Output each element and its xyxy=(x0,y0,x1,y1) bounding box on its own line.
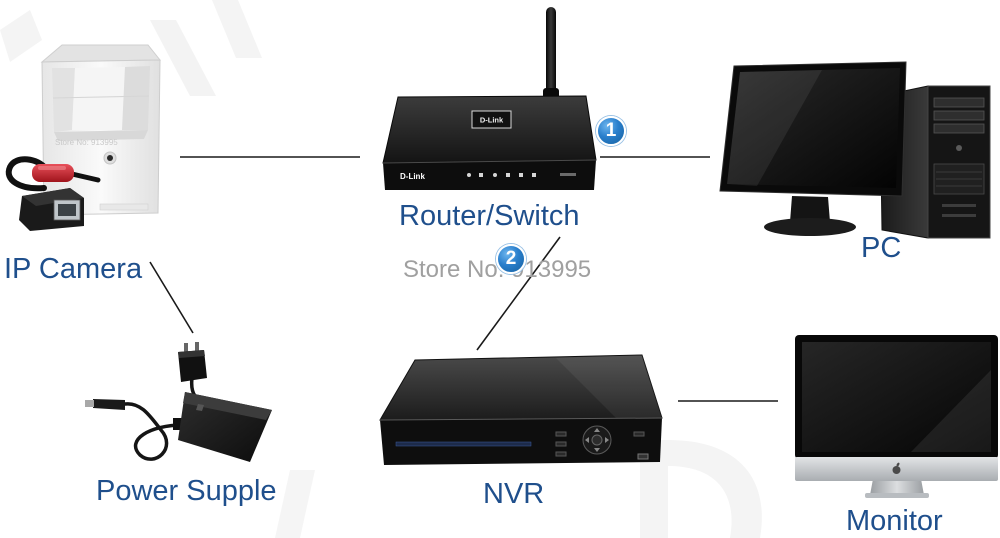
router-icon: D-Link D-Link xyxy=(382,7,597,190)
apple-logo-icon xyxy=(892,462,901,474)
camera-watermark: Store No: 913995 xyxy=(55,138,118,147)
monitor-stand xyxy=(865,479,929,498)
nvr-body xyxy=(379,354,663,465)
camera-lens xyxy=(103,151,117,165)
dc-plug xyxy=(85,399,125,410)
line-camera-power xyxy=(149,261,194,334)
line-router-nvr xyxy=(476,236,561,351)
router-body xyxy=(382,95,597,190)
adapter-brick xyxy=(173,392,272,462)
desktop-pc-icon xyxy=(719,61,991,239)
router-switch-label: Router/Switch xyxy=(399,200,580,232)
monitor-label: Monitor xyxy=(846,505,943,537)
router-front-brand: D-Link xyxy=(400,172,425,181)
router-status-leds xyxy=(467,173,576,177)
pc-monitor xyxy=(719,61,907,236)
monitor-icon xyxy=(795,335,998,498)
camera-body xyxy=(40,44,162,216)
router-plate-brand: D-Link xyxy=(480,116,504,125)
router-brand-plate: D-Link xyxy=(471,110,512,129)
wall-plug xyxy=(178,342,207,382)
step-badge-2: 2 xyxy=(496,244,526,274)
router-antenna xyxy=(543,7,559,102)
step-badge-1: 1 xyxy=(596,116,626,146)
camera-cable xyxy=(5,156,101,231)
monitor-display xyxy=(795,335,998,481)
nvr-recorder-icon xyxy=(379,354,663,465)
ip-camera-icon: Store No: 913995 xyxy=(5,44,162,231)
power-adapter-icon xyxy=(85,342,272,462)
pc-label: PC xyxy=(861,232,902,264)
nvr-label: NVR xyxy=(483,478,545,510)
power-supply-label: Power Supple xyxy=(96,475,277,507)
nvr-front-panel xyxy=(395,425,649,460)
ip-camera-label: IP Camera xyxy=(4,253,143,285)
